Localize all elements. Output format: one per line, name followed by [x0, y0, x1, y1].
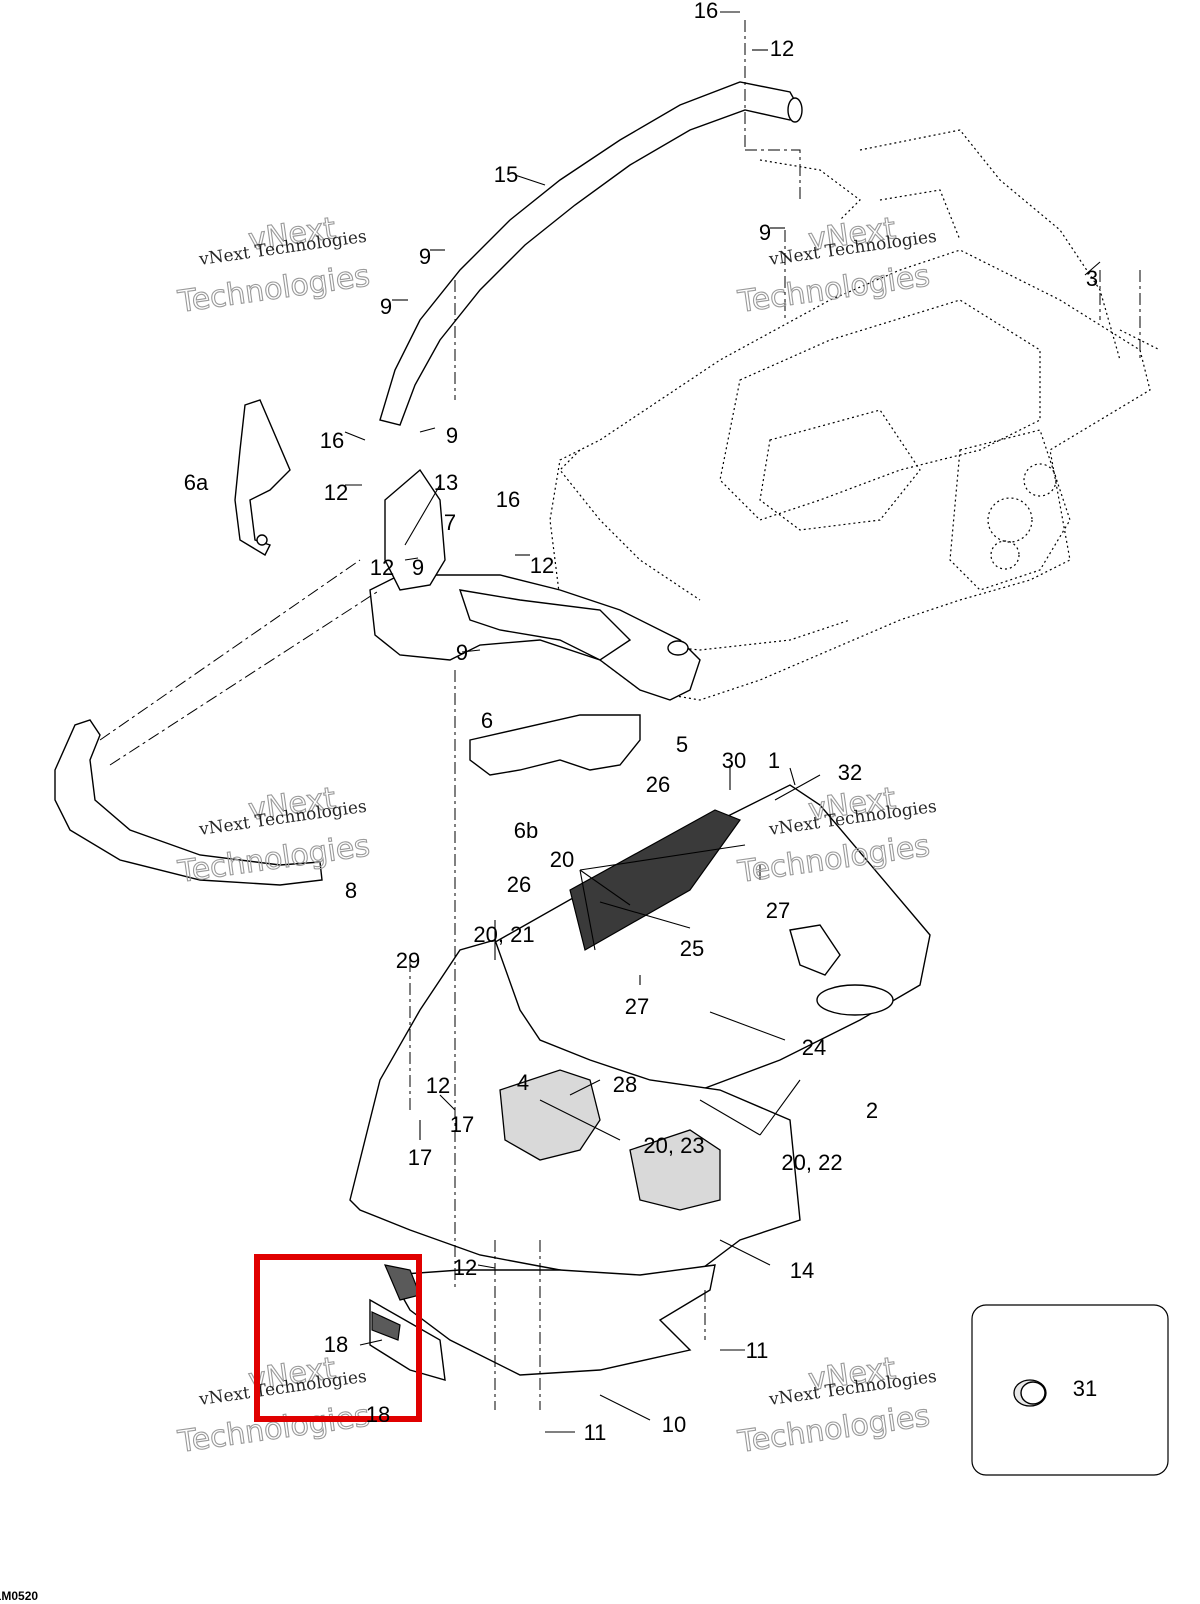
callout-9: 9: [412, 555, 424, 580]
callout-27: 27: [766, 898, 790, 923]
callout-25: 25: [680, 936, 704, 961]
callout-26: 26: [646, 772, 670, 797]
callout-27: 27: [625, 994, 649, 1019]
callout-16: 16: [320, 428, 344, 453]
callout-29: 29: [396, 948, 420, 973]
callout-3: 3: [1086, 266, 1098, 291]
callout-6a: 6a: [184, 470, 209, 495]
callout-9: 9: [446, 423, 458, 448]
detail-inset: [971, 1304, 1169, 1476]
callout-18: 18: [366, 1402, 390, 1427]
front-bumper: [54, 559, 381, 886]
callout-9: 9: [419, 244, 431, 269]
assembly-lines: [409, 20, 1141, 1410]
figure-code: 31M0520: [0, 1589, 38, 1603]
callout-28: 28: [613, 1072, 637, 1097]
callout-8: 8: [345, 878, 357, 903]
watermark-1: Technologies vNext vNext Technologies: [175, 210, 373, 320]
callout-17: 17: [408, 1145, 432, 1170]
callout-20-23: 20, 23: [643, 1133, 704, 1158]
callout-5: 5: [676, 732, 688, 757]
side-plate-18: [369, 1298, 446, 1381]
callout-11: 11: [584, 1420, 607, 1445]
callout-17: 17: [450, 1112, 474, 1137]
svg-text:Technologies: Technologies: [735, 1398, 932, 1460]
callout-4: 4: [517, 1070, 529, 1095]
callout-6b: 6b: [514, 818, 538, 843]
leader-lines: [344, 11, 1101, 1433]
callout-16: 16: [496, 487, 520, 512]
callout-12: 12: [370, 555, 394, 580]
callout-26: 26: [507, 872, 531, 897]
front-bumper-loop: [369, 468, 701, 701]
callout-24: 24: [802, 1035, 826, 1060]
callout-14: 14: [790, 1258, 814, 1283]
callout-1: 1: [768, 748, 780, 773]
callout-7: 7: [444, 510, 456, 535]
svg-text:Technologies: Technologies: [735, 258, 932, 320]
callout-11: 11: [746, 1338, 769, 1363]
callout-13: 13: [434, 470, 458, 495]
callout-10: 10: [662, 1412, 686, 1437]
callout-18: 18: [324, 1332, 348, 1357]
callout-20: 20: [550, 847, 574, 872]
callout-6: 6: [481, 708, 493, 733]
callout-12: 12: [770, 36, 794, 61]
callout-9: 9: [380, 294, 392, 319]
callout-12: 12: [530, 553, 554, 578]
callout-12: 12: [426, 1073, 450, 1098]
callout-2: 2: [866, 1098, 878, 1123]
callout-9: 9: [759, 220, 771, 245]
upper-tube: [379, 81, 803, 426]
callout-20-22: 20, 22: [781, 1150, 842, 1175]
body-pan: [349, 784, 931, 1286]
watermark-3: Technologies vNext vNext Technologies: [175, 780, 373, 890]
skid-plate: [383, 1264, 716, 1376]
watermark-6: Technologies vNext vNext Technologies: [735, 1350, 938, 1460]
callout-labels: 16 12 15 9 9 9 3 16 9 6a 12 13 7 16 9 12…: [184, 0, 1098, 1445]
callout-12: 12: [453, 1255, 477, 1280]
callout-12: 12: [324, 480, 348, 505]
callout-31: 31: [1073, 1376, 1097, 1401]
bracket-6a: [234, 399, 291, 556]
callout-30: 30: [722, 748, 746, 773]
callout-20-21: 20, 21: [473, 922, 534, 947]
highlight-box: [254, 1254, 422, 1422]
callout-9: 9: [456, 640, 468, 665]
callout-16: 16: [694, 0, 718, 23]
callout-15: 15: [494, 162, 518, 187]
watermark-5: Technologies vNext vNext Technologies: [175, 1350, 373, 1460]
callout-32: 32: [838, 760, 862, 785]
bracket-6b: [469, 714, 641, 776]
